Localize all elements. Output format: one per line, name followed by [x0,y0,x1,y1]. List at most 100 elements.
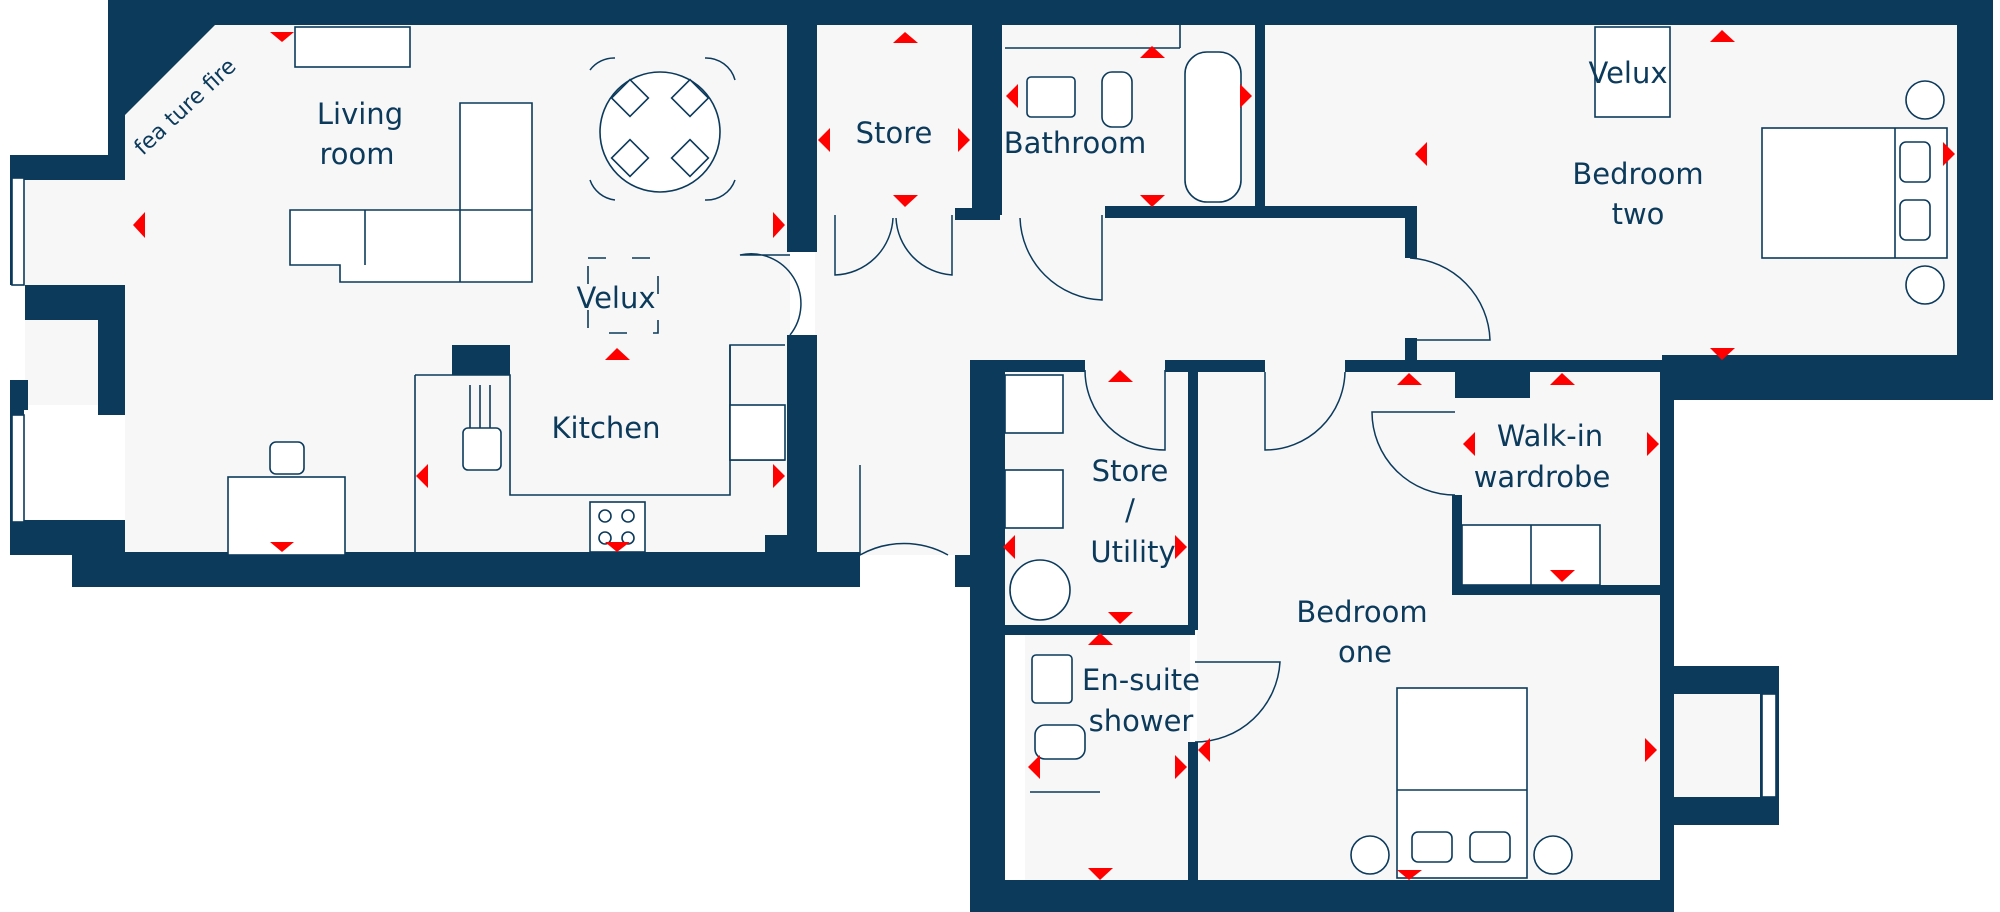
marker [270,542,294,552]
room-labels: Living room fea ture fire Velux Kitchen … [130,54,1704,738]
bathroom-basin [1026,76,1076,118]
en-suite-label-line1: En-suite [1082,663,1200,697]
window-bedroom-one-right [1761,693,1777,798]
marker [416,464,428,488]
bedside-lamp-3 [1350,835,1390,875]
marker [1397,870,1422,880]
living-room-label-line2: room [319,137,394,171]
door-bathroom [1019,215,1103,301]
fridge [729,404,786,461]
doors [739,215,1491,743]
dryer [1004,469,1064,529]
bedroom-one-label-line2: one [1338,635,1392,669]
bedroom-two-label-line1: Bedroom [1572,157,1703,191]
marker [1645,738,1657,762]
marker [893,32,918,43]
door-walk-in [1371,411,1456,496]
door-utility [1084,369,1166,451]
marker [773,464,785,488]
wall-store-right [972,0,1002,215]
wall-bottom-bedroom-two [1662,355,1993,400]
wall-left-upper [10,155,125,180]
store-utility-label-line2: / [1125,493,1135,527]
marker [605,542,630,552]
marker [1175,755,1187,779]
walk-in-label-line2: wardrobe [1474,460,1611,494]
marker [1140,195,1165,207]
wall-bedroom-one-bay-top [1662,666,1779,694]
markers [133,30,1955,880]
marker [1003,535,1015,559]
marker [1108,370,1133,382]
door-store-right [895,215,953,276]
marker [1397,373,1422,385]
marker [1943,142,1955,166]
wall-ensuite-right [1188,742,1198,892]
bed-bedroom-one [1396,687,1528,879]
marker [1028,755,1040,779]
bathroom-label: Bathroom [1004,126,1146,160]
wall-hall-top-lower2 [1165,360,1265,372]
bedroom-two-label-line2: two [1612,197,1665,231]
marker [1006,84,1018,108]
bedside-lamp-2 [1905,265,1945,305]
kitchen-label: Kitchen [552,411,661,445]
wall-bathroom-right [1255,25,1265,210]
kitchen-chimney [452,345,510,375]
door-bedroom-two [1409,257,1491,341]
store-utility-label-line1: Store [1092,454,1169,488]
marker [1088,633,1113,645]
door-bedroom-one [1264,371,1346,451]
wall-wardrobe-left [1452,495,1462,595]
en-suite-toilet [1034,724,1086,760]
velux-top-living [294,26,411,68]
marker [1198,738,1210,762]
wall-hall-lower-left [970,360,1005,898]
velux-living-outline [587,257,659,334]
desk-chair [269,441,305,475]
door-en-suite [1194,661,1281,743]
wall-hall-lower-left-bottom [955,555,975,587]
velux-bedroom-two-label: Velux [1588,56,1667,90]
marker [893,195,918,207]
bed-bedroom-two [1761,127,1948,259]
dining-chair-4 [670,138,710,178]
wall-corridor-stub [1405,206,1417,258]
bath-tub [1184,51,1242,203]
en-suite-basin [1031,654,1073,704]
hallway-floor [790,210,1692,555]
wall-utility-bottom [1005,625,1195,635]
wall-bedroom-one-bay-bottom [1662,797,1779,825]
marker [1647,432,1659,456]
store-floor [815,25,975,210]
door-entrance [859,465,949,557]
bedside-lamp-4 [1533,835,1573,875]
marker [133,212,145,238]
wall-right-bedroom-two [1957,0,1993,362]
marker [605,348,630,360]
wall-utility-right [1188,368,1198,630]
dining-table [599,71,721,193]
window-living-left-upper [11,177,25,286]
door-kitchen-hall [739,253,802,336]
window-living-left-lower [11,414,25,523]
living-kitchen-floor [25,25,790,555]
windows [11,26,1777,798]
wall-wardrobe-bottom [1452,585,1664,595]
bedroom-one-floor [1197,372,1765,882]
wall-left-mid2 [98,320,125,415]
marker [1108,612,1133,624]
wall-top-living [108,0,1000,180]
bedroom-one-label-line1: Bedroom [1296,595,1427,629]
bathroom-toilet [1101,71,1133,128]
wall-right-bedroom-one [1660,368,1674,912]
marker [1088,868,1113,880]
wall-left-mid [25,285,125,320]
wall-hall-top-lower [970,360,1085,372]
marker [1710,348,1735,360]
marker [1415,142,1427,166]
velux-living-label: Velux [576,281,655,315]
wall-hall-top-lower3 [1345,360,1665,372]
washing-machine [1004,374,1064,434]
